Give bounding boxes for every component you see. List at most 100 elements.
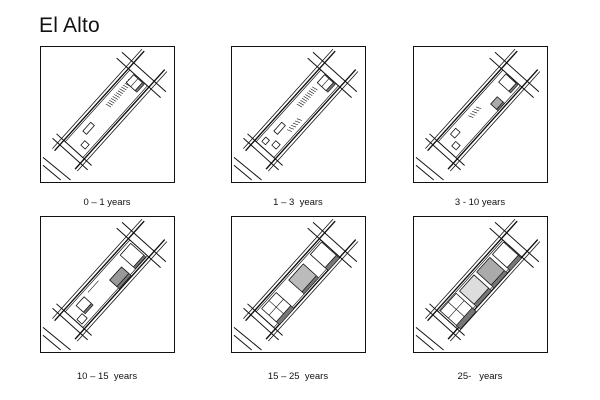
lot-boundary-line <box>243 218 334 319</box>
material-stack-line <box>310 88 316 93</box>
bottom-street-line <box>425 307 461 341</box>
material-stack-line <box>468 115 474 118</box>
plot-diagram-4 <box>42 218 168 351</box>
corner-street-line <box>233 164 253 181</box>
material-stack-line <box>472 111 478 114</box>
top-street-line <box>494 221 540 263</box>
page-title: El Alto <box>39 14 100 37</box>
corner-street-line <box>42 326 71 351</box>
material-stack-line <box>121 86 127 91</box>
lot-boundary-line <box>245 220 336 322</box>
stage-caption-3: 3 - 10 years <box>454 197 506 208</box>
top-street-line <box>494 51 540 93</box>
stage-caption-2: 1 – 3 years <box>273 197 323 208</box>
shed-building-side <box>496 101 505 111</box>
stage-caption-5: 15 – 25 years <box>267 371 329 382</box>
bottom-street-line <box>243 307 279 341</box>
corner-street-line <box>415 156 444 181</box>
lot-boundary-line <box>425 218 516 319</box>
material-pile-roof <box>82 121 95 135</box>
plot-outline <box>64 69 148 158</box>
stage-panel-1 <box>40 46 175 183</box>
corner-street-line <box>415 164 435 181</box>
material-stack-line <box>474 108 480 112</box>
stage-panel-5 <box>231 216 366 353</box>
material-stack-line <box>119 88 125 93</box>
material-stack-line <box>303 96 310 100</box>
material-pile-roof <box>80 140 90 150</box>
bottom-street-line <box>243 137 279 171</box>
front-building-side <box>276 305 295 326</box>
material-stack-line <box>115 92 122 96</box>
plot-outline <box>437 239 521 328</box>
corner-street-line <box>42 156 71 181</box>
material-pile-roof <box>76 313 88 325</box>
material-stack-line <box>306 92 313 96</box>
corner-street-line <box>415 334 435 351</box>
lot-boundary-line <box>54 50 145 152</box>
material-stack-line <box>298 101 304 106</box>
lot-boundary-line <box>76 241 168 342</box>
material-stack-line <box>296 103 303 108</box>
material-stack-line <box>114 94 120 98</box>
corner-street-line <box>415 326 444 351</box>
bottom-street-line <box>52 307 88 341</box>
lot-boundary-line <box>265 69 357 170</box>
material-stack-line <box>476 106 482 110</box>
middle-building-side <box>473 287 492 308</box>
material-stack-line <box>294 120 301 123</box>
stage-caption-6: 25- years <box>457 371 503 382</box>
top-street-line <box>312 221 358 263</box>
house-building-side <box>133 254 147 269</box>
stage-caption-1: 0 – 1 years <box>83 197 131 208</box>
tower-building-side <box>324 254 340 271</box>
corner-street-line <box>233 326 262 351</box>
plot-outline <box>255 69 339 158</box>
middle-building-side <box>490 270 508 289</box>
lot-boundary-line <box>243 48 334 149</box>
corner-street-line <box>233 334 253 351</box>
lot-boundary-line <box>425 48 516 149</box>
plot-diagram-2 <box>233 48 359 181</box>
plot-outline <box>255 239 339 328</box>
corner-street-line <box>42 164 62 181</box>
facade-line <box>268 300 284 314</box>
room-building-side <box>116 273 132 289</box>
lot-boundary-line <box>245 50 336 152</box>
material-stack-line <box>308 90 315 95</box>
hut-ridge-line <box>321 78 330 87</box>
front-building-side <box>456 307 477 330</box>
material-stack-line <box>107 101 113 106</box>
material-stack-line <box>301 98 308 102</box>
material-stack-line <box>470 113 476 116</box>
material-stack-line <box>286 129 293 132</box>
lot-boundary-line <box>54 220 145 322</box>
stage-caption-4: 10 – 15 years <box>76 371 138 382</box>
lot-boundary-line <box>447 69 539 170</box>
top-street-line <box>121 221 167 263</box>
material-stack-line <box>305 94 311 98</box>
wall-line <box>87 280 99 293</box>
hut-building-side <box>134 82 145 93</box>
bottom-street-line <box>52 137 88 171</box>
hut-ridge-line <box>130 78 139 87</box>
bottom-street-line <box>425 137 461 171</box>
material-stack-line <box>105 103 112 108</box>
lot-boundary-line <box>267 71 359 172</box>
plot-outline <box>64 239 148 328</box>
material-stack-line <box>300 99 306 104</box>
lot-boundary-line <box>74 69 166 170</box>
lot-boundary-line <box>52 218 143 319</box>
room-building-side <box>83 303 94 315</box>
material-pile-roof <box>450 127 461 139</box>
material-stack-line <box>110 98 117 102</box>
hut-building-side <box>508 82 519 94</box>
material-stack-line <box>292 122 299 126</box>
stage-panel-4 <box>40 216 175 353</box>
stage-panel-2 <box>231 46 366 183</box>
lot-boundary-line <box>427 220 518 322</box>
material-pile-roof <box>271 140 281 150</box>
lot-boundary-line <box>267 241 359 342</box>
material-stack-line <box>109 99 115 104</box>
facade-line <box>448 301 465 317</box>
